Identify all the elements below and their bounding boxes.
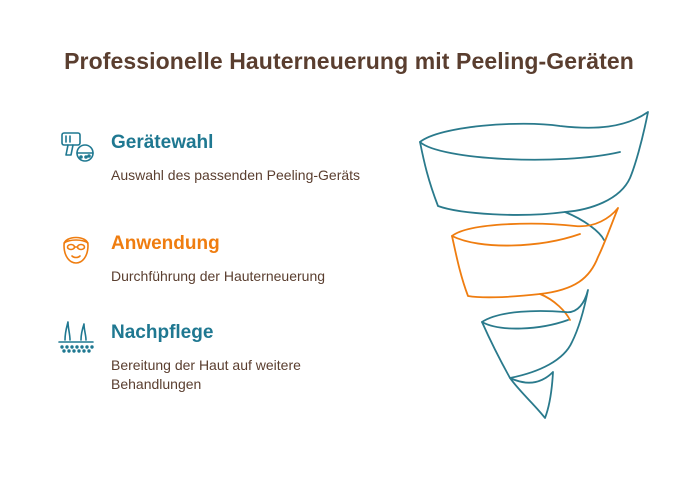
funnel-diagram	[419, 111, 649, 419]
step-heading: Nachpflege	[111, 322, 214, 343]
face-icon	[63, 236, 89, 264]
funnel-stage-2	[451, 207, 619, 321]
step-description: Durchführung der Hauterneuerung	[111, 268, 326, 284]
step-heading: Gerätewahl	[111, 132, 214, 153]
step-description: Auswahl des passenden Peeling-Geräts	[111, 167, 361, 183]
funnel-stage-3	[481, 289, 589, 419]
skin-layer-icon	[58, 321, 94, 353]
step-heading: Anwendung	[111, 233, 220, 254]
step-description: Bereitung der Haut auf weitere Behandlun…	[111, 357, 301, 392]
page-title: Professionelle Hauterneuerung mit Peelin…	[64, 48, 634, 74]
device-icon	[61, 132, 94, 162]
